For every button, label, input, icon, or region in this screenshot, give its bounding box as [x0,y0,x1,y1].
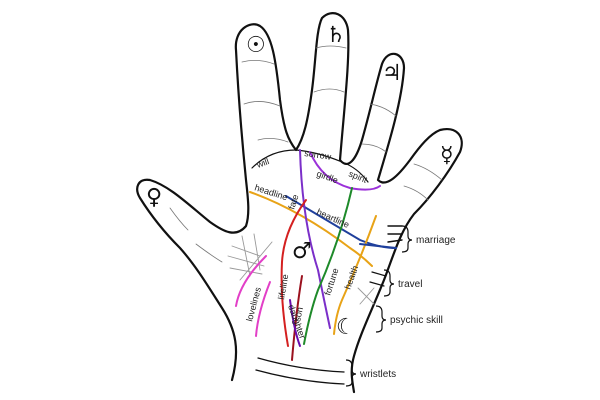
wristlets-brace [345,359,357,387]
health-label: health [342,264,360,290]
fate-line [299,149,331,329]
fate-label: fate [286,193,300,210]
lifeline-label: lifeline [276,273,290,300]
mars-symbol-icon: ♂ [292,239,312,264]
saturn-symbol-icon: ♄ [326,23,346,48]
finger-creases [169,45,443,263]
marriage-marks [387,225,403,243]
will-label: will [254,156,270,170]
son-label: son [292,306,305,322]
moon-symbol-icon: ☾ [336,315,356,340]
daughter-line [289,299,301,347]
psychic-skill-brace [375,305,387,333]
son-line [291,275,303,361]
travel-label: travel [398,279,422,290]
travel-brace [383,269,395,297]
travel-marks [369,271,387,287]
venus-symbol-icon: ♀ [146,185,162,210]
wrist-lines [255,357,345,385]
marriage-line [359,243,397,249]
girdle-line [309,151,381,191]
mercury-symbol-icon: ☿ [440,143,454,168]
fortune-line [303,187,353,345]
hand-outline [136,12,463,394]
sun-symbol-icon: ☉ [246,33,266,58]
marriage-brace [401,225,413,253]
health-line [333,215,377,335]
sorrow-label: sorrow [304,148,333,162]
lovelines-label: lovelines [244,286,263,323]
marriage-label: marriage [416,235,456,246]
crosshatch-marks [227,233,375,305]
wristlets-label: wristlets [359,369,396,380]
psychic-skill-label: psychic skill [390,315,443,326]
headline-line [249,191,373,267]
lifeline-line [280,199,307,347]
girdle-label: girdle [315,168,339,185]
spirit-label: spirit [347,169,369,186]
lovelines-line-2 [255,281,271,337]
lovelines-line-1 [235,255,267,307]
jupiter-symbol-icon: ♃ [382,61,402,86]
